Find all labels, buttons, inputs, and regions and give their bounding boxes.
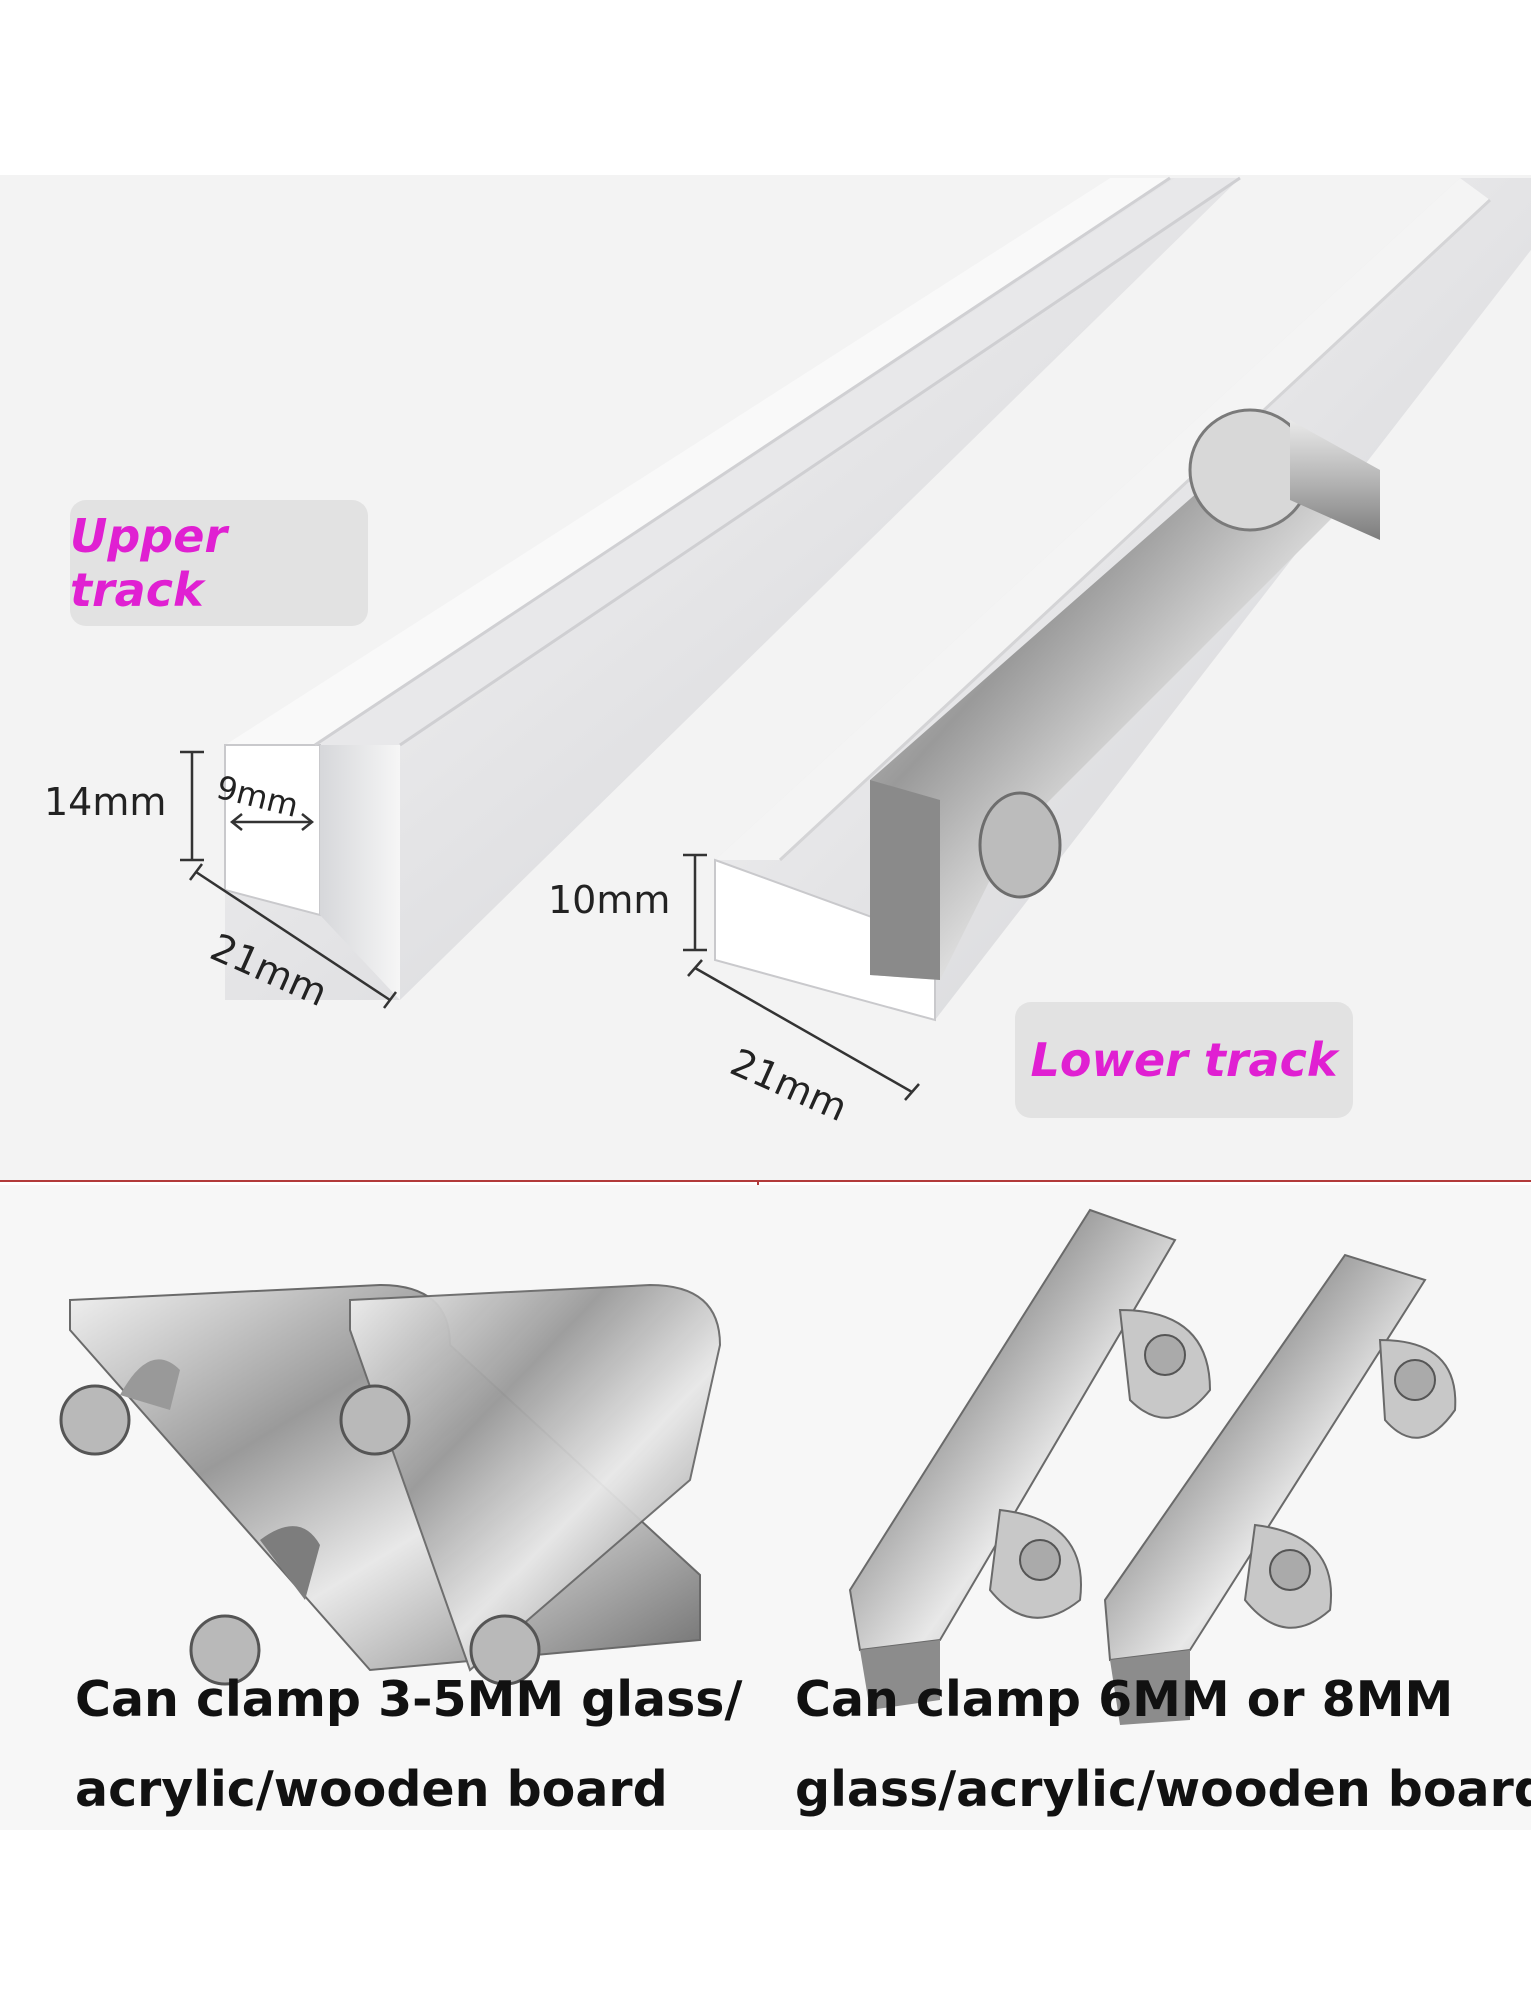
small-clamp-caption-line2: acrylic/wooden board bbox=[75, 1761, 668, 1818]
upper-track-label: Upper track bbox=[70, 500, 368, 626]
small-clamp-right bbox=[339, 1283, 722, 1686]
lower-track-label: Lower track bbox=[1015, 1002, 1353, 1118]
large-clamp-left bbox=[848, 1208, 1212, 1710]
horizontal-divider bbox=[0, 1180, 1531, 1182]
lower-dimension-lines bbox=[683, 853, 920, 1101]
upper-dimension-lines bbox=[180, 750, 397, 1009]
lower-track-wheel-bracket bbox=[870, 408, 1380, 980]
upper-track-label-text: Upper track bbox=[70, 509, 228, 617]
upper-track bbox=[224, 176, 1241, 1000]
large-clamp-right bbox=[1103, 1253, 1457, 1725]
lower-height-dimension: 10mm bbox=[548, 878, 671, 922]
large-clamp-caption-line2: glass/acrylic/wooden board bbox=[795, 1761, 1531, 1818]
small-clamp-caption-line1: Can clamp 3-5MM glass/ bbox=[75, 1671, 743, 1728]
upper-height-dimension: 14mm bbox=[44, 780, 167, 824]
lower-track-label-text: Lower track bbox=[1030, 1033, 1338, 1087]
large-clamp-caption-line1: Can clamp 6MM or 8MM bbox=[795, 1671, 1454, 1728]
